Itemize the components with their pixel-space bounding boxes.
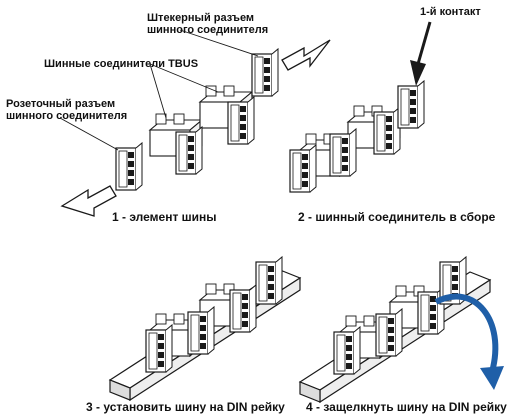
snap-rotate-arrow [434, 293, 499, 373]
label-tbus: Шинные соединители TBUS [44, 58, 199, 70]
panel-2-assembled [289, 21, 432, 193]
panel-4-snap [299, 256, 504, 403]
caption-step-4: 4 - защелкнуть шину на DIN рейку [306, 400, 507, 414]
label-plug-connector-line1: Штекерный разъем [147, 12, 255, 24]
label-plug-connector-line2: шинного соединителя [147, 24, 269, 36]
insert-arrow-left [60, 185, 117, 217]
panel-3-rail [109, 256, 301, 401]
caption-step-2: 2 - шинный соединитель в сборе [298, 210, 496, 224]
insert-arrow-right [281, 39, 331, 71]
label-socket-connector-line1: Розеточный разъем [6, 98, 116, 110]
label-socket-connector: Розеточный разъем шинного соединителя [6, 98, 127, 122]
caption-step-1: 1 - элемент шины [112, 210, 217, 224]
caption-step-3: 3 - установить шину на DIN рейку [86, 400, 285, 414]
panel-1-exploded [59, 29, 331, 217]
label-first-contact: 1-й контакт [420, 6, 481, 18]
label-plug-connector: Штекерный разъем шинного соединителя [147, 12, 268, 36]
first-contact-pointer [410, 60, 426, 86]
label-socket-connector-line2: шинного соединителя [6, 110, 128, 122]
